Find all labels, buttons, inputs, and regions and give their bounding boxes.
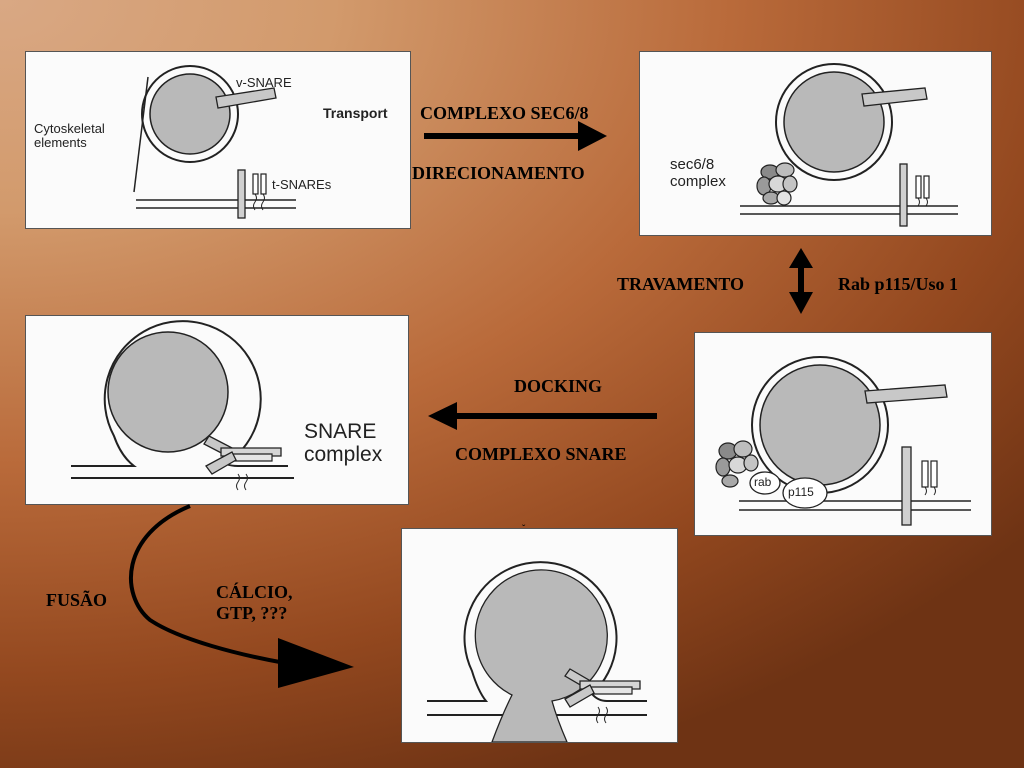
caption-direcionamento: DIRECIONAMENTO [412, 163, 585, 183]
fusion-illustration [427, 561, 647, 742]
caption-calcio-gtp: CÁLCIO, GTP, ??? [216, 582, 293, 623]
sec68-complex-label: sec6/8 complex [670, 156, 726, 190]
snare-complex-label: SNARE complex [304, 420, 382, 466]
rab-label: rab [754, 475, 772, 489]
transport-title: Transport [323, 105, 388, 121]
arrow-left-docking [428, 402, 657, 430]
caption-docking: DOCKING [514, 376, 603, 396]
sec68-label-line1: sec6/8 [670, 156, 715, 173]
p115-label: p115 [788, 485, 814, 499]
snare-illustration [71, 320, 294, 491]
transport-illustration [133, 65, 296, 219]
t-snares-label: t-SNAREs [272, 177, 332, 192]
rab-protein [749, 471, 781, 495]
snare-label-line1: SNARE [304, 420, 377, 443]
panel-sec68-complex: sec6/8 complex [639, 51, 992, 236]
caption-fusao: FUSÃO [46, 590, 108, 610]
sec68-label-line2: complex [670, 172, 726, 190]
panel-transport: Cytoskeletal elements v-SNARE Transport … [25, 51, 411, 229]
snare-label-line2: complex [304, 443, 383, 467]
caption-calcio-line1: CÁLCIO, [216, 582, 293, 602]
caption-travamento: TRAVAMENTO [617, 274, 745, 294]
caption-complexo-snare: COMPLEXO SNARE [455, 444, 627, 464]
rab-protein-cluster [715, 440, 759, 488]
v-snare-label: v-SNARE [236, 75, 292, 90]
p115-protein [782, 477, 828, 509]
sec68-illustration [740, 63, 958, 227]
rab-p115-illustration [715, 356, 971, 526]
caption-calcio-line2: GTP, ??? [216, 602, 288, 623]
caption-complexo-sec68: COMPLEXO SEC6/8 [420, 103, 589, 123]
cytoskeletal-label: Cytoskeletal elements [34, 121, 105, 151]
arrow-right-sec68 [424, 121, 607, 151]
sec68-protein-cluster [756, 162, 798, 206]
panel-snare-complex: SNARE complex [25, 315, 409, 505]
caption-rab-p115: Rab p115/Uso 1 [838, 274, 959, 294]
arrow-vertical-travamento [789, 248, 813, 314]
panel-rab-p115: rab p115 [694, 332, 992, 536]
panel-fusion [401, 528, 678, 743]
